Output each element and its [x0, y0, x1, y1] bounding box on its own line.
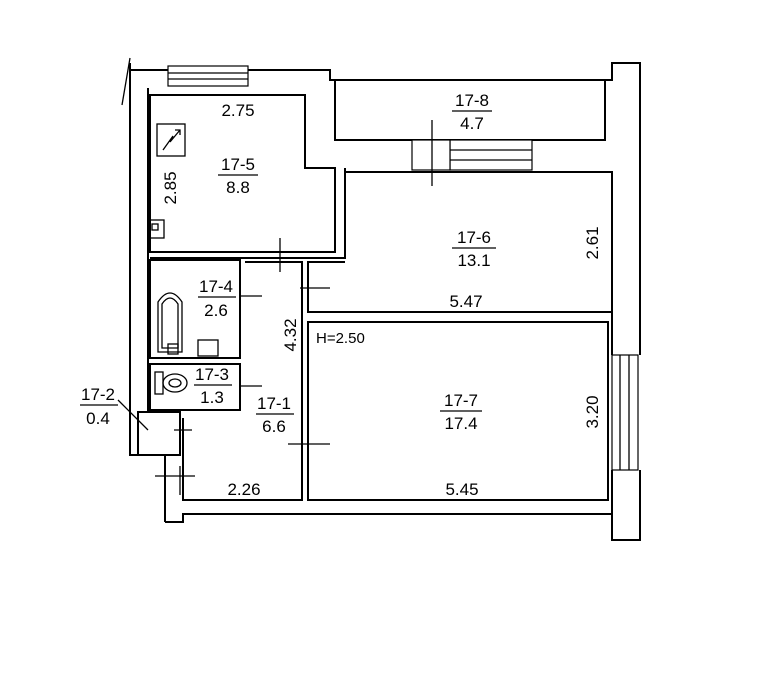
sink-icon [197, 339, 219, 357]
walls [121, 57, 641, 541]
room-id-17-3: 17-3 [195, 365, 229, 384]
door-marks [117, 120, 433, 495]
fixtures [149, 123, 219, 395]
dim-2-26: 2.26 [227, 480, 260, 499]
room-area-17-4: 2.6 [204, 301, 228, 320]
room-area-17-6: 13.1 [457, 251, 490, 270]
room-area-17-3: 1.3 [200, 388, 224, 407]
room-id-17-5: 17-5 [221, 155, 255, 174]
dim-2-85: 2.85 [161, 171, 180, 204]
room-id-17-1: 17-1 [257, 394, 291, 413]
windows [167, 65, 639, 471]
room-area-17-1: 6.6 [262, 417, 286, 436]
room-id-17-7: 17-7 [444, 391, 478, 410]
room-id-17-6: 17-6 [457, 228, 491, 247]
room-id-17-2: 17-2 [81, 385, 115, 404]
room-area-17-8: 4.7 [460, 114, 484, 133]
dim-4-32: 4.32 [281, 318, 300, 351]
room-id-17-4: 17-4 [199, 277, 233, 296]
dimension-labels: 2.75 2.85 2.61 5.47 4.32 3.20 5.45 2.26 … [161, 101, 602, 499]
room-id-17-8: 17-8 [455, 91, 489, 110]
ceiling-height-label: H=2.50 [316, 330, 365, 347]
dim-2-75: 2.75 [221, 101, 254, 120]
dim-5-45: 5.45 [445, 480, 478, 499]
room-area-17-2: 0.4 [86, 409, 110, 428]
room-area-17-7: 17.4 [444, 414, 477, 433]
dim-3-20: 3.20 [583, 395, 602, 428]
room-area-17-5: 8.8 [226, 178, 250, 197]
stove-icon [149, 219, 165, 239]
room-labels: 17-8 4.7 17-5 8.8 17-6 13.1 17-4 2.6 17-… [80, 91, 496, 436]
bathtub-icon [157, 292, 183, 355]
dim-2-61: 2.61 [583, 226, 602, 259]
dim-5-47: 5.47 [449, 292, 482, 311]
toilet-icon [154, 371, 188, 395]
electric-panel-icon [156, 123, 186, 157]
